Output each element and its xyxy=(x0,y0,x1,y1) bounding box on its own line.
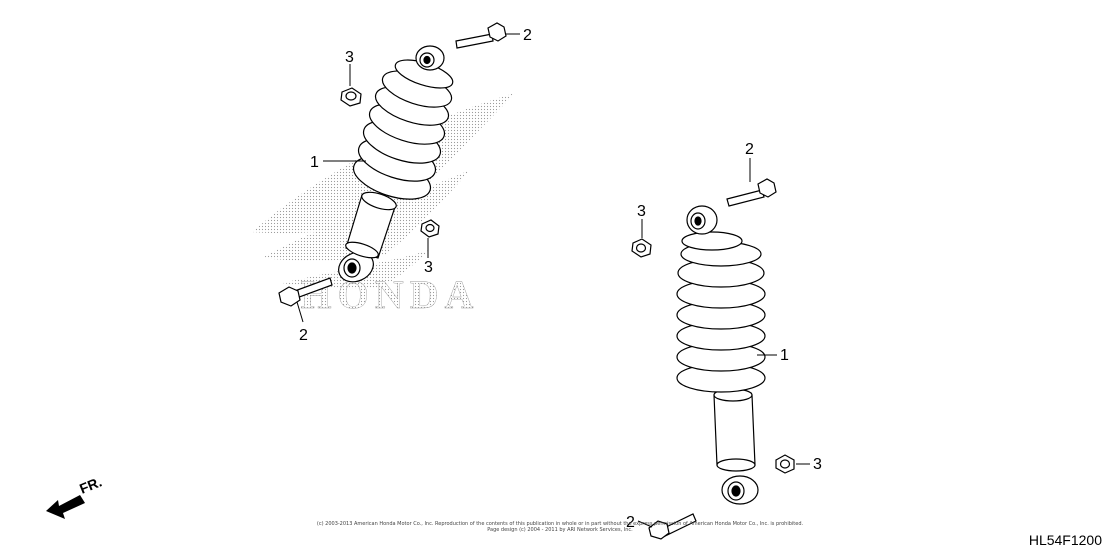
right-lower-nut xyxy=(775,454,795,474)
callout-left-top-nut: 3 xyxy=(345,49,354,66)
callout-left-lower-bolt: 2 xyxy=(299,327,308,344)
callout-right-top-bolt: 2 xyxy=(745,141,754,158)
callout-left-top-bolt: 2 xyxy=(523,27,532,44)
diagram-code: HL54F1200 xyxy=(1028,532,1102,548)
callout-left-lower-nut: 3 xyxy=(424,259,433,276)
callout-right-top-nut: 3 xyxy=(637,203,646,220)
left-top-bolt xyxy=(455,22,507,49)
callout-right-lower-bolt: 2 xyxy=(626,514,635,531)
left-lower-nut xyxy=(420,219,440,238)
right-lower-bolt xyxy=(648,513,697,540)
front-direction-arrow-icon xyxy=(46,495,85,519)
right-top-bolt xyxy=(726,178,777,207)
right-top-nut xyxy=(631,238,652,258)
leader-lines xyxy=(296,33,810,528)
front-direction-label: FR. xyxy=(77,473,104,496)
callout-left-shock: 1 xyxy=(310,154,319,171)
right-shock-absorber xyxy=(676,205,766,505)
copyright-line-2: Page design (c) 2004 - 2011 by ARI Netwo… xyxy=(487,527,633,533)
callout-right-shock: 1 xyxy=(780,347,789,364)
left-lower-bolt xyxy=(278,277,333,307)
left-shock-absorber xyxy=(338,45,454,283)
callout-right-lower-nut: 3 xyxy=(813,456,822,473)
copyright-line-1: (c) 2003-2013 American Honda Motor Co., … xyxy=(316,521,804,527)
left-top-nut xyxy=(340,87,362,107)
copyright-notice: (c) 2003-2013 American Honda Motor Co., … xyxy=(240,521,880,533)
